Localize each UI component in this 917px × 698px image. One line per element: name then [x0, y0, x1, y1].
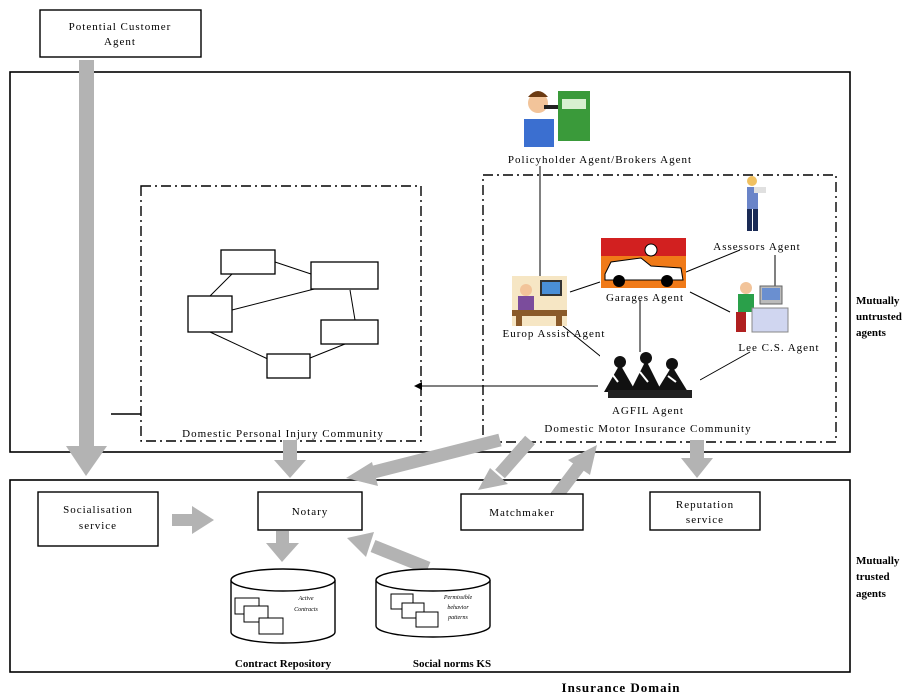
untrusted-zone-box [9, 71, 851, 453]
trusted-label-3: agents [856, 588, 887, 600]
reputation-label-2: service [686, 514, 724, 526]
reputation-label-1: Reputation [676, 499, 734, 511]
person-computer-icon [736, 282, 789, 333]
trusted-zone-box [9, 479, 851, 673]
untrusted-label: Mutually untrusted agents [856, 295, 902, 339]
personal-injury-graph [187, 249, 379, 379]
person-phone-icon [524, 91, 590, 147]
trusted-label-1: Mutually [856, 555, 900, 567]
notary-label: Notary [292, 506, 329, 518]
graph-node [220, 249, 276, 275]
graph-node [187, 295, 233, 333]
trusted-label: Mutually trusted agents [856, 555, 900, 600]
socialisation-service-box: Socialisation service [37, 491, 159, 547]
potential-customer-label-2: Agent [104, 36, 136, 48]
graph-node [320, 319, 379, 345]
potential-customer-label-1: Potential Customer [69, 21, 172, 33]
contract-repository-title: Contract Repository [235, 658, 332, 670]
policyholder-agent-label: Policyholder Agent/Brokers Agent [508, 154, 692, 166]
garages-agent-label: Garages Agent [606, 292, 684, 304]
untrusted-label-2: untrusted [856, 311, 902, 323]
office-desk-icon [512, 276, 567, 326]
lee-cs-agent-label: Lee C.S. Agent [738, 342, 819, 354]
social-norms-ks: Permissible behavior patterns Social nor… [375, 568, 491, 670]
car-crash-icon [601, 238, 686, 288]
matchmaker-label: Matchmaker [489, 507, 555, 519]
socialisation-label-2: service [79, 520, 117, 532]
motor-community-links [539, 166, 776, 381]
trusted-label-2: trusted [856, 571, 890, 583]
personal-injury-community-box [140, 185, 422, 442]
socialisation-label-1: Socialisation [63, 504, 133, 516]
personal-injury-community-label: Domestic Personal Injury Community [182, 428, 384, 440]
contract-content-2: Contracts [294, 607, 318, 613]
diagonal-arrowheads [346, 445, 597, 557]
contract-content-1: Active [298, 596, 314, 602]
potential-customer-agent-box: Potential Customer Agent [39, 9, 202, 58]
europ-assist-agent-label: Europ Assist Agent [503, 328, 606, 340]
meeting-group-icon [600, 352, 700, 402]
norms-content-2: behavior [447, 605, 469, 611]
reputation-service-box: Reputation service [649, 491, 761, 531]
norms-content-1: Permissible [443, 595, 473, 601]
person-standing-icon [747, 176, 766, 231]
motor-insurance-community-label: Domestic Motor Insurance Community [544, 423, 751, 435]
diagonal-arrows [368, 433, 586, 575]
insurance-domain-label: Insurance Domain [562, 680, 681, 695]
norms-content-3: patterns [447, 615, 468, 621]
social-norms-title: Social norms KS [413, 658, 491, 670]
untrusted-label-1: Mutually [856, 295, 900, 307]
matchmaker-box: Matchmaker [460, 493, 584, 531]
contract-repository: Active Contracts Contract Repository [230, 568, 336, 670]
thick-arrows [66, 60, 713, 562]
untrusted-label-3: agents [856, 327, 887, 339]
motor-insurance-community-box [482, 174, 837, 443]
graph-node [266, 353, 311, 379]
graph-node [310, 261, 379, 290]
assessors-agent-label: Assessors Agent [713, 241, 800, 253]
agfil-agent-label: AGFIL Agent [612, 405, 684, 417]
notary-box: Notary [257, 491, 363, 531]
